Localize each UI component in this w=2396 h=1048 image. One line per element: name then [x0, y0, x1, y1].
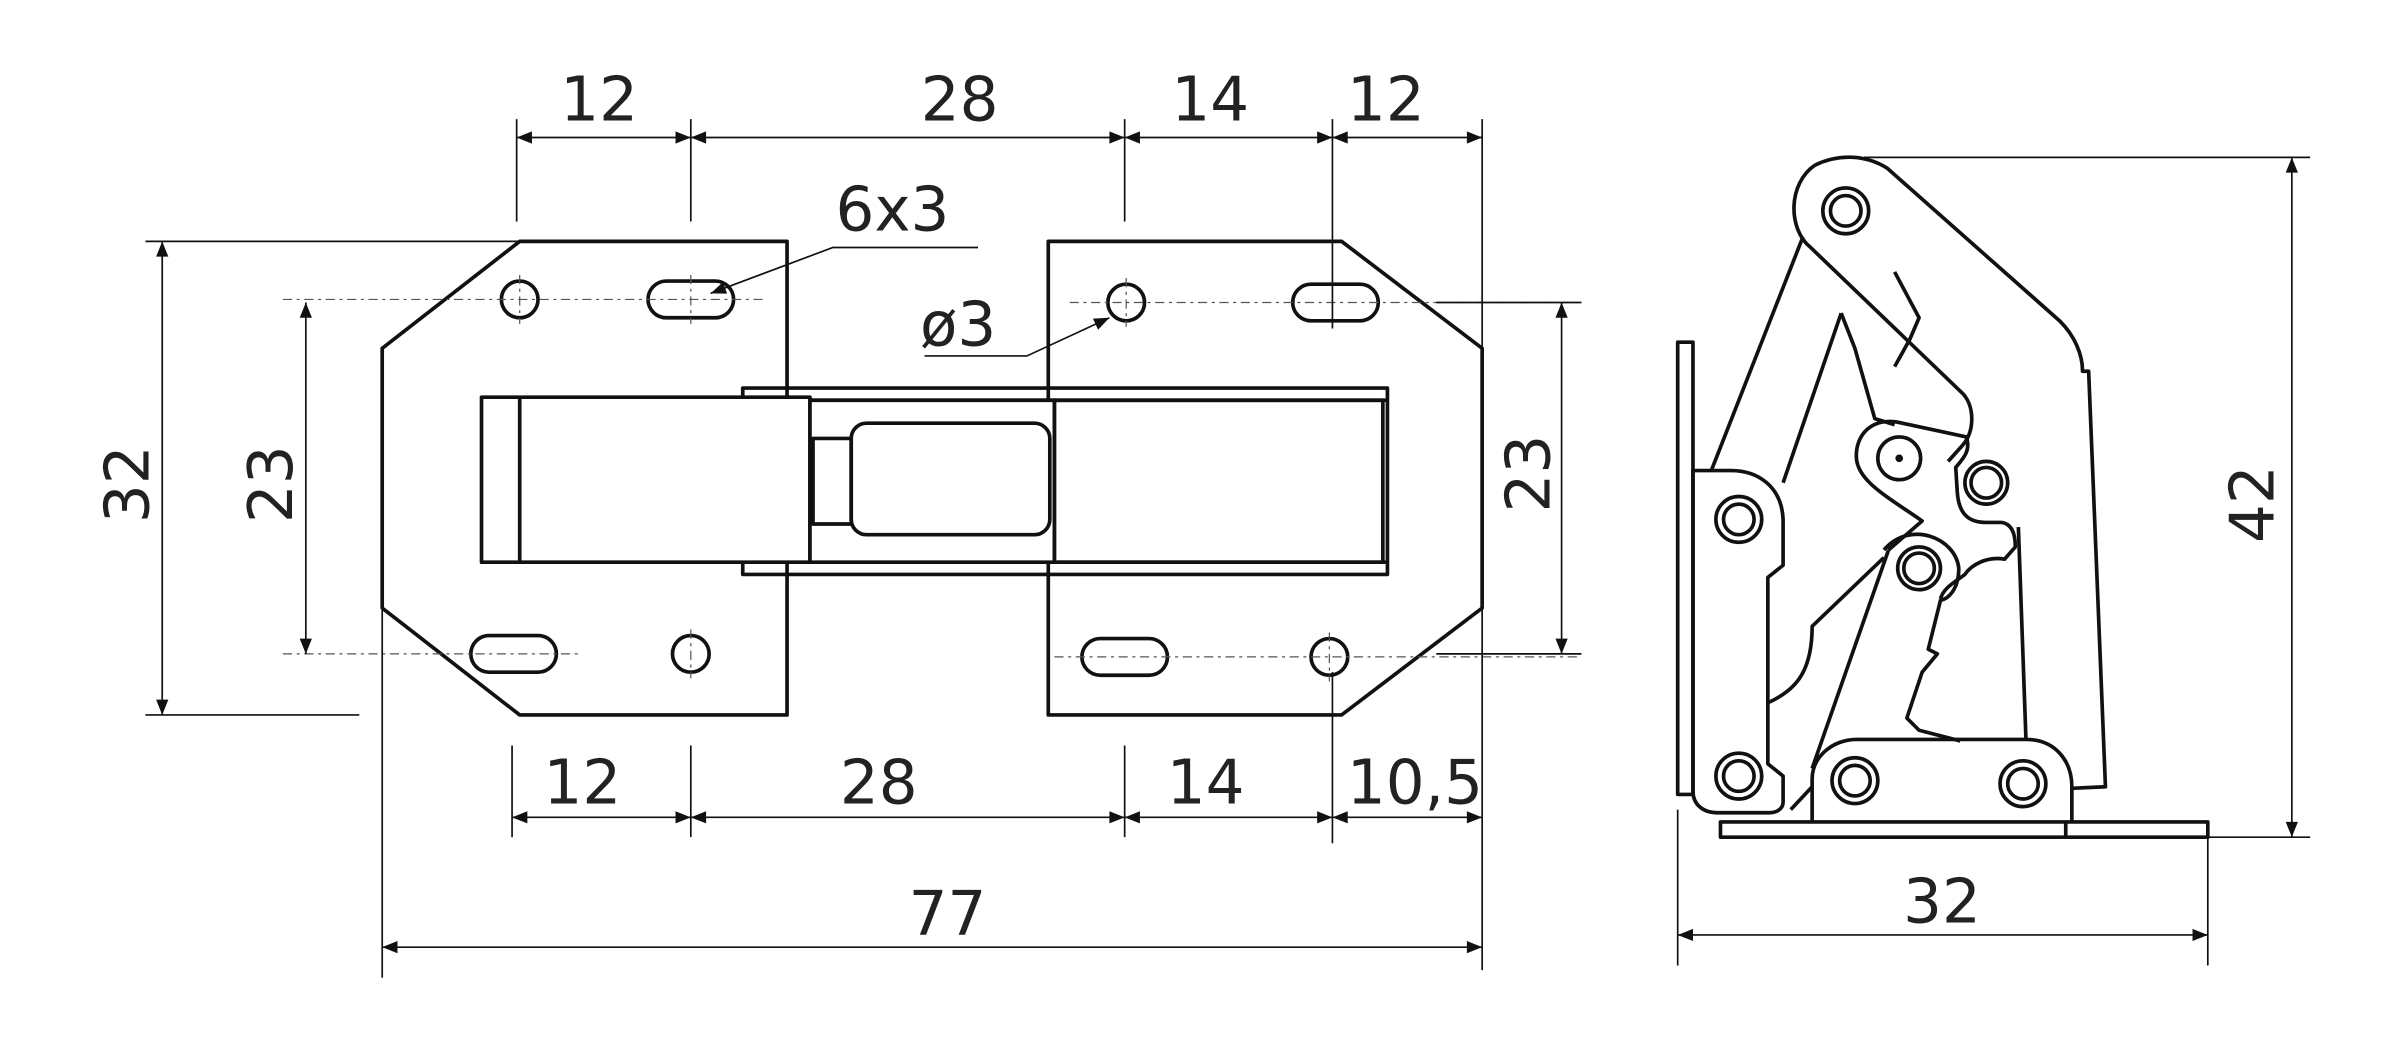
- front-view: 12 28 14 12 6x3 ø3 12 28 14 10,5 77 32 2…: [92, 65, 1582, 978]
- side-view: 42 32: [1675, 155, 2311, 966]
- dim-bottom-4: 10,5: [1347, 748, 1483, 819]
- dim-bottom-1: 12: [543, 748, 621, 819]
- dim-side-width: 32: [1903, 867, 1981, 938]
- dim-right-spacing: 23: [1493, 435, 1564, 513]
- dim-bottom-3: 14: [1167, 748, 1245, 819]
- slot-leader: [710, 246, 979, 295]
- top-arm: [1814, 155, 2108, 791]
- center-channel: [479, 386, 1390, 577]
- hole-callout: ø3: [920, 289, 996, 360]
- slot-callout: 6x3: [836, 175, 950, 246]
- dim-side-height: 42: [2217, 465, 2288, 543]
- dim-bottom-2: 28: [840, 748, 918, 819]
- dim-overall-width: 77: [909, 879, 987, 950]
- dim-left-height: 32: [92, 445, 163, 523]
- pivot-pins: [1714, 186, 2048, 809]
- dim-top-1: 12: [560, 65, 638, 136]
- bottom-block: [1810, 737, 2074, 822]
- left-plate: [380, 239, 789, 717]
- right-plate: [1046, 239, 1484, 717]
- lower-link: [1882, 532, 1961, 743]
- left-bracket: [1691, 468, 1785, 815]
- dim-top-3: 14: [1171, 65, 1249, 136]
- hole-leader: [924, 316, 1110, 357]
- dim-top-4: 12: [1347, 65, 1425, 136]
- base-plate: [1718, 820, 2210, 840]
- mounting-holes: [282, 274, 1582, 682]
- dim-left-spacing: 23: [236, 445, 307, 523]
- dim-top-2: 28: [921, 65, 999, 136]
- door-plate: [1675, 340, 1695, 797]
- center-cam: [1901, 421, 2018, 600]
